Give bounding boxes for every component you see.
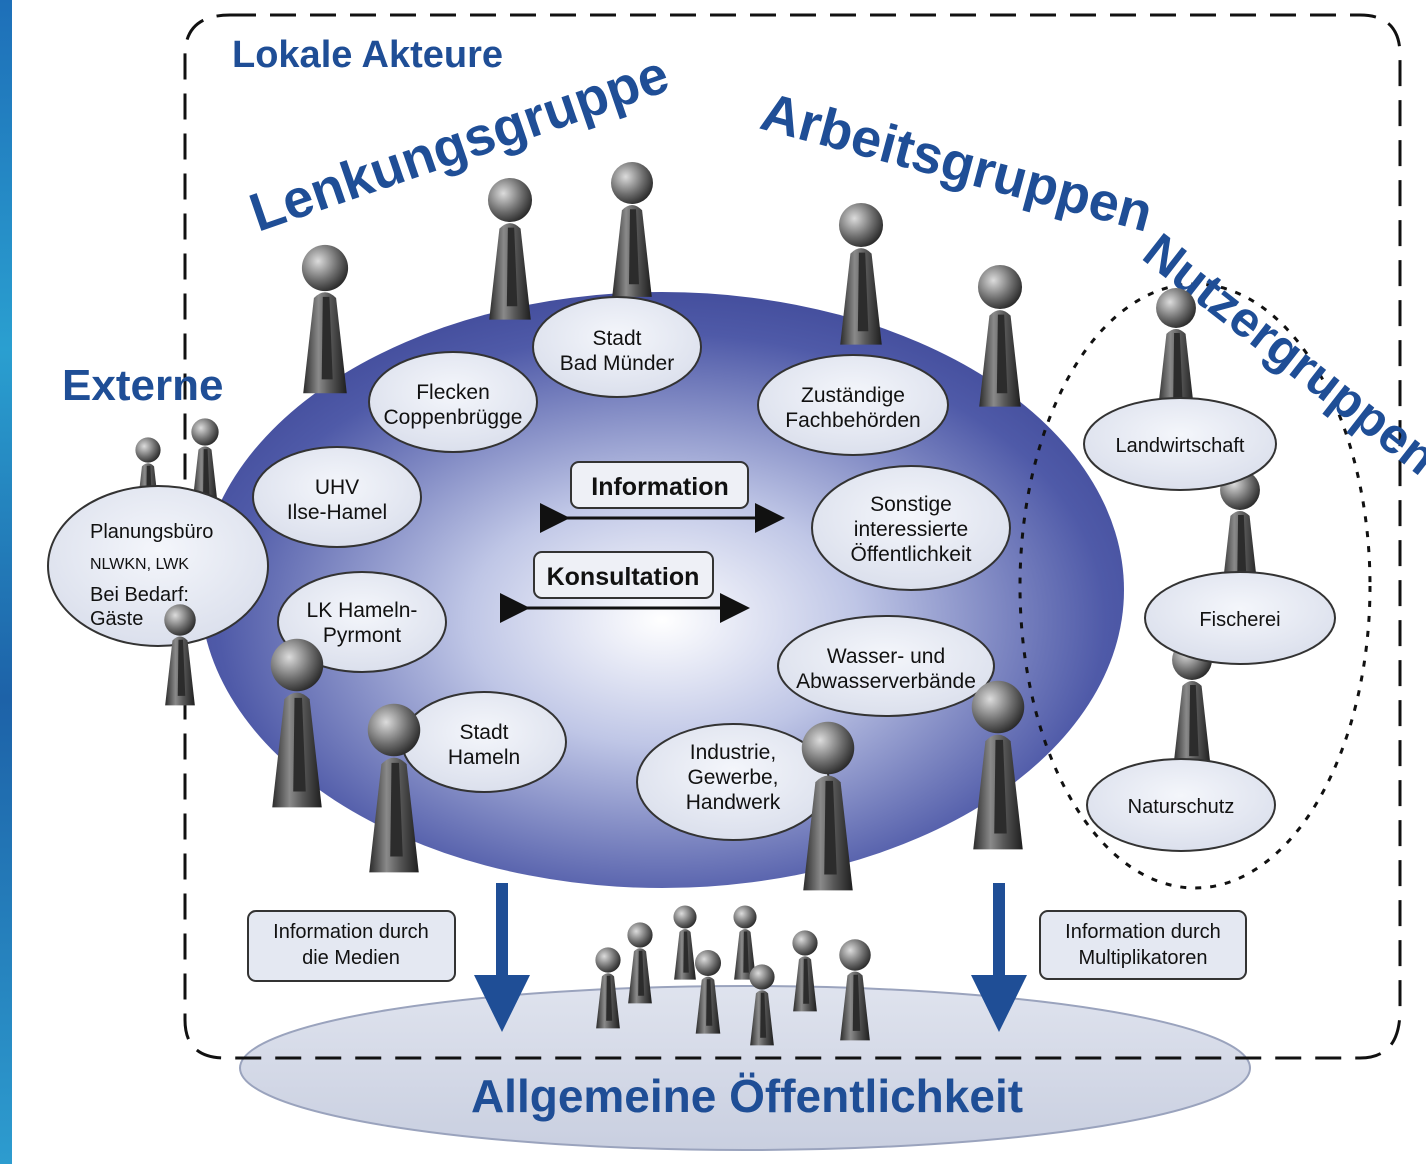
arrow-multi-down [971,883,1027,1032]
fischerei-text: Fischerei [1199,609,1280,631]
crowd-figure-3 [792,930,818,1012]
person-figure-front-0 [164,604,196,706]
nutzergruppen-boundary [1018,282,1372,890]
uhv-l1: UHV [315,476,359,499]
sonstige-l3: Öffentlichkeit [850,543,971,566]
svg-text:Bei Bedarf:Gäste: Bei Bedarf:Gäste [90,584,189,630]
lokale-akteure-frame [183,13,1402,1060]
crowd-figure-0 [673,905,697,980]
crowd-figure-6 [749,964,775,1046]
info-media-l1: Information durch [273,921,429,943]
person-figure-2 [611,162,653,297]
konsultation-label: Konsultation [500,551,750,623]
person-figure-0 [301,244,349,394]
person-figure-3 [838,202,884,345]
landwirtschaft-text: Landwirtschaft [1116,435,1245,457]
bedarf-l1: Bei Bedarf: [90,584,189,606]
wasser-l2: Abwasserverbände [796,670,976,693]
bubble-landwirtschaft: Landwirtschaft [1083,397,1277,491]
person-figure-front-1 [270,638,324,808]
nlwkn-text: NLWKN, LWK [90,556,189,573]
bedarf-l2: Gäste [90,608,143,630]
crowd-figure-2 [627,922,653,1004]
bubble-industrie: Industrie,Gewerbe,Handwerk [636,723,830,841]
bad-muender-l1: Stadt [592,327,641,350]
info-multi-l1: Information durch [1065,921,1221,943]
left-edge-strip [0,0,12,1164]
people-figures [135,162,1260,769]
info-media-box: Information durch die Medien [247,910,456,982]
person-figure-7 [1172,640,1212,769]
info-multi-l2: Multiplikatoren [1079,947,1208,969]
stadt-hameln-l1: Stadt [459,721,508,744]
person-figure-front-4 [971,680,1025,850]
sonstige-l1: Sonstige [870,493,952,516]
planungsbuero-text: Planungsbüro [90,521,213,543]
lokale-akteure-title: Lokale Akteure [232,34,503,76]
bubble-fischerei: Fischerei [1144,571,1336,665]
konsultation-text: Konsultation [547,563,700,591]
arrow-media-down [474,883,530,1032]
stadt-hameln-l2: Hameln [448,746,520,769]
bubble-lk-hameln: LK Hameln-Pyrmont [277,571,447,673]
crowd-figure-1 [733,905,757,980]
public-ellipse [239,985,1251,1151]
person-figure-4 [977,264,1023,407]
naturschutz-text: Naturschutz [1128,796,1235,818]
arbeitsgruppen-title: Arbeitsgruppen [755,82,1159,244]
lk-hameln-l1: LK Hameln- [307,599,418,622]
externe-title: Externe [62,361,223,410]
information-label: Information [540,461,785,533]
bad-muender-l2: Bad Münder [560,352,674,375]
industrie-l1: Industrie, [690,741,776,764]
svg-text:Industrie,Gewerbe,Handwerk: Industrie,Gewerbe,Handwerk [686,741,781,814]
info-media-l2: die Medien [302,947,400,969]
fachbehoerden-l1: Zuständige [801,384,905,407]
crowd-figure-7 [839,939,871,1041]
sonstige-l2: interessierte [854,518,968,541]
fachbehoerden-l2: Fachbehörden [785,409,920,432]
coppenbruegge-l2: Coppenbrügge [384,406,523,429]
person-figure-5 [1156,288,1196,417]
coppenbruegge-l1: Flecken [416,381,490,404]
svg-text:LK Hameln-Pyrmont: LK Hameln-Pyrmont [307,599,418,647]
uhv-l2: Ilse-Hamel [287,501,387,524]
information-text: Information [591,473,729,501]
crowd-figure-5 [694,949,722,1034]
person-figure-1 [487,177,533,320]
people-figures-front [164,604,1025,891]
person-figure-front-2 [367,703,421,873]
industrie-l2: Gewerbe, [687,766,778,789]
person-figure-front-3 [801,721,855,891]
public-title: Allgemeine Öffentlichkeit [471,1070,1023,1122]
public-crowd [595,905,871,1046]
industrie-l3: Handwerk [686,791,781,814]
wasser-l1: Wasser- und [827,645,945,668]
bubble-externe: Planungsbüro NLWKN, LWK Bei Bedarf:Gäste [47,485,269,647]
lk-hameln-l2: Pyrmont [323,624,401,647]
bubble-naturschutz: Naturschutz [1086,758,1276,852]
crowd-figure-4 [595,947,621,1029]
